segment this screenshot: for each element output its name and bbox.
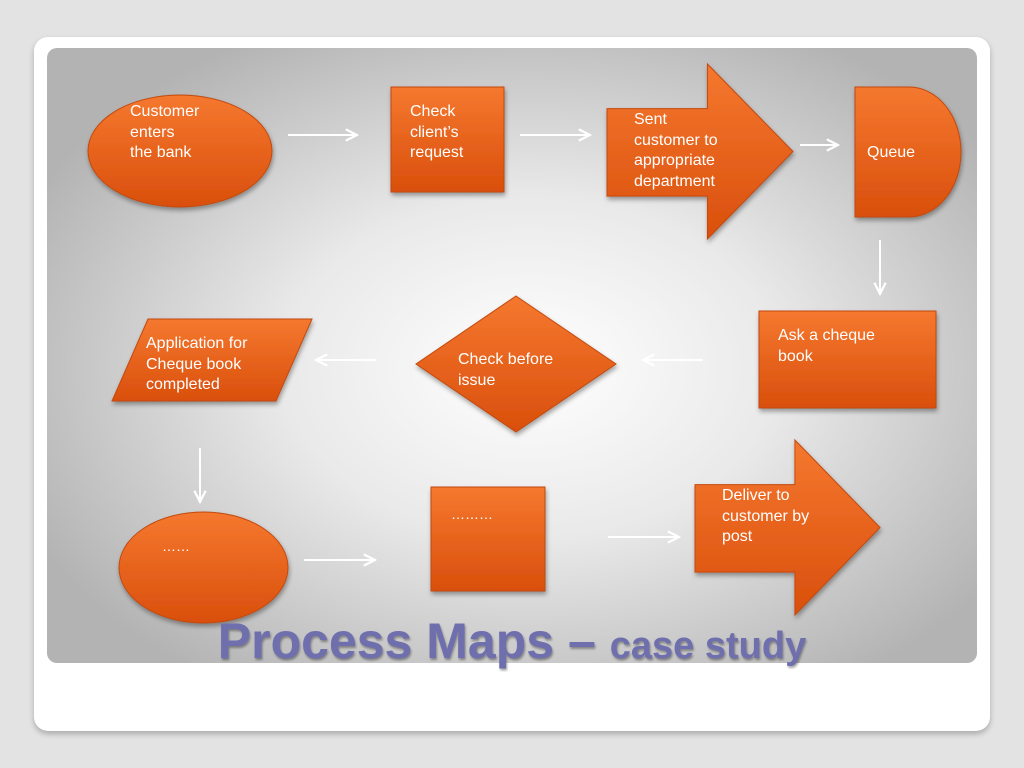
ellipse-placeholder-shape [118, 511, 289, 624]
ellipse-placeholder-label: …… [162, 538, 190, 554]
rect-placeholder-label: ……… [451, 506, 493, 522]
sent-customer-shape [606, 62, 794, 241]
check-before-issue-shape [415, 295, 617, 433]
check-request-shape [390, 86, 505, 193]
customer-enters-shape [87, 94, 273, 208]
queue-shape [854, 86, 962, 218]
ask-cheque-shape [758, 310, 937, 409]
title-main: Process Maps – [217, 613, 596, 669]
rect-placeholder-shape [430, 486, 546, 592]
application-completed-shape [111, 318, 313, 402]
slide-title: Process Maps – case study [0, 612, 1024, 670]
queue-label: Queue [867, 144, 916, 161]
title-sub: case study [609, 625, 807, 667]
deliver-post-shape [694, 438, 881, 617]
